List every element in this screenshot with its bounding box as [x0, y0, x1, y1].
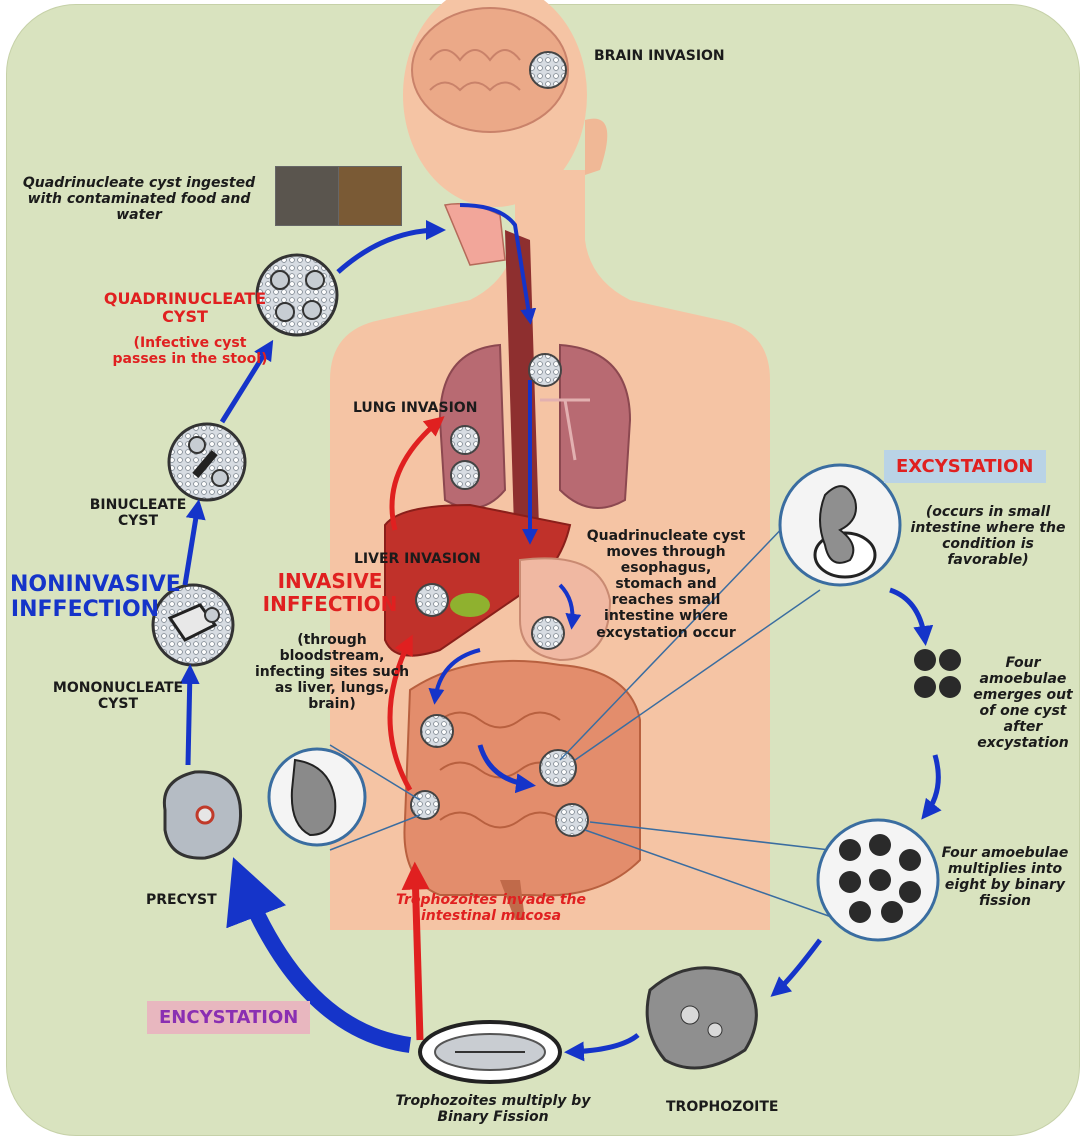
- zoom-circle-excystation: [780, 465, 900, 585]
- label-liver-invasion: LIVER INVASION: [354, 551, 481, 567]
- tag-excystation: EXCYSTATION: [884, 450, 1046, 483]
- four-amoebulae: [914, 649, 961, 698]
- food-photo-1: [275, 166, 342, 226]
- label-troph-multiply: Trophozoites multiply by Binary Fission: [388, 1093, 598, 1125]
- label-invasive-infection: INVASIVE INFFECTION: [260, 570, 400, 616]
- label-quadrinucleate-cyst: QUADRINUCLEATE CYST: [90, 290, 280, 327]
- label-four-multiply: Four amoebulae multiplies into eight by …: [940, 845, 1070, 909]
- zoom-circle-eight-amoebulae: [818, 820, 938, 940]
- label-trophozoite: TROPHOZOITE: [666, 1099, 779, 1115]
- trophozoite-binary-fission: [420, 1022, 560, 1082]
- label-noninvasive: NONINVASIVE INFFECTION: [10, 572, 160, 623]
- label-four-emerge: Four amoebulae emerges out of one cyst a…: [968, 655, 1078, 752]
- label-lung-invasion: LUNG INVASION: [353, 400, 477, 416]
- cyst-binucleate: [169, 424, 245, 500]
- label-precyst: PRECYST: [146, 892, 217, 908]
- label-ingested: Quadrinucleate cyst ingested with contam…: [14, 175, 264, 223]
- label-binucleate: BINUCLEATE CYST: [88, 497, 188, 529]
- label-invade-mucosa: Trophozoites invade the intestinal mucos…: [396, 892, 586, 924]
- label-brain-invasion: BRAIN INVASION: [594, 48, 725, 64]
- label-excystation-note: (occurs in small intestine where the con…: [900, 504, 1076, 568]
- label-moves-through: Quadrinucleate cyst moves through esopha…: [586, 528, 746, 641]
- trophozoite-cell: [647, 968, 756, 1068]
- zoom-circle-intestinal-trophozoite: [269, 749, 365, 845]
- human-body: [330, 0, 770, 930]
- label-mononucleate: MONONUCLEATE CYST: [48, 680, 188, 712]
- label-invasive-note: (through bloodstream, infecting sites su…: [252, 632, 412, 712]
- precyst: [164, 772, 240, 858]
- tag-encystation: ENCYSTATION: [147, 1001, 310, 1034]
- cyst-mononucleate: [153, 585, 233, 665]
- food-photo-2: [338, 166, 402, 226]
- label-quadrinucleate-note: (Infective cyst passes in the stool): [110, 335, 270, 367]
